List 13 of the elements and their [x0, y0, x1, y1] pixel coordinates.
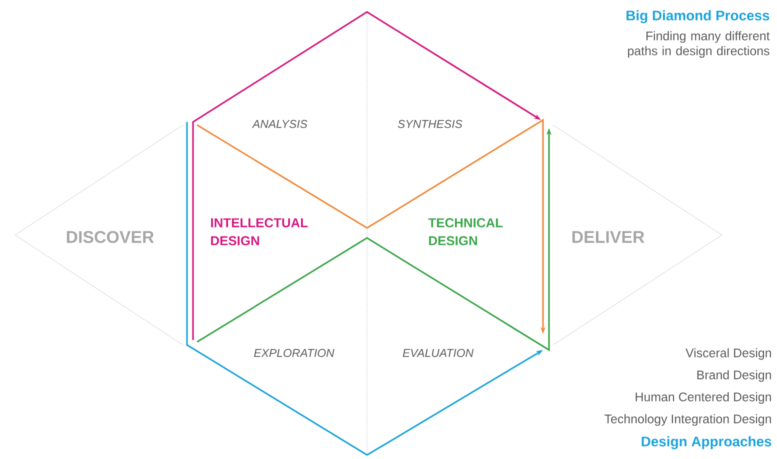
area-label: INTELLECTUAL DESIGN	[211, 218, 308, 246]
heading: Big Diamond Process	[626, 10, 770, 24]
phase-label: EVALUATION	[402, 348, 474, 358]
phase-label: SYNTHESIS	[398, 120, 462, 128]
list-item: Brand Design	[697, 370, 771, 382]
heading: Design Approaches	[642, 436, 772, 450]
description: Finding many different paths in design directions	[628, 31, 770, 58]
area-label: TECHNICAL DESIGN	[428, 218, 503, 246]
list-item: Human Centered Design	[636, 392, 771, 404]
list-item: Technology Integration Design	[604, 414, 771, 426]
phase-label: ANALYSIS	[252, 120, 308, 128]
phase-label: EXPLORATION	[254, 348, 334, 358]
list-item: Visceral Design	[686, 348, 771, 360]
